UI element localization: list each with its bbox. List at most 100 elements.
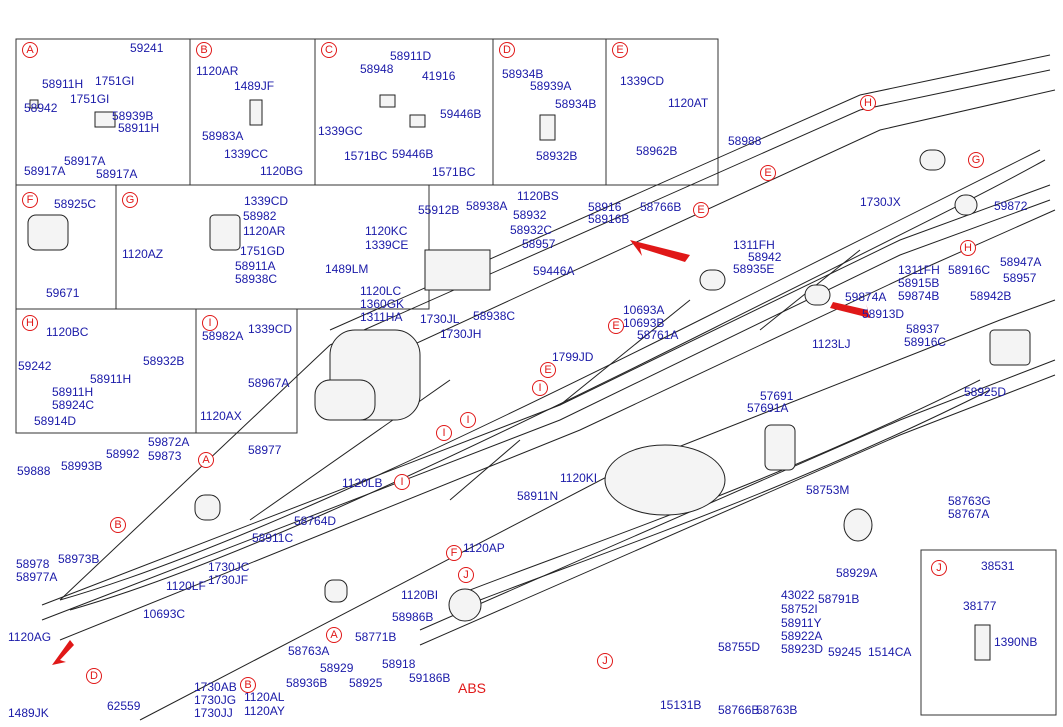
part-number-label: 59186B	[409, 671, 451, 685]
part-number-label: 58761A	[637, 328, 679, 342]
part-number-label: 58913D	[862, 307, 905, 321]
part-number-label: 1311HA	[360, 310, 403, 324]
part-number-label: 58957	[1003, 271, 1037, 285]
part-number-label: 1360GK	[360, 297, 405, 311]
part-number-label: 58935E	[733, 262, 775, 276]
part-number-label: 1120KI	[560, 471, 598, 485]
part-number-label: 15131B	[660, 698, 702, 712]
part-number-label: 58988	[728, 134, 762, 148]
part-number-label: 58918	[382, 657, 416, 671]
part-number-label: 1730JH	[440, 327, 482, 341]
part-number-label: 1120LF	[166, 579, 206, 593]
part-number-label: 1120BS	[517, 189, 559, 203]
callout-letter-marker: H	[860, 95, 876, 111]
part-number-label: 1120AZ	[122, 247, 164, 261]
components	[27, 94, 1031, 661]
part-number-label: 1339GC	[318, 124, 363, 138]
part-number-label: 59671	[46, 286, 80, 300]
callout-letter-marker: A	[326, 627, 342, 643]
panel-letter-I: I	[202, 315, 218, 331]
part-number-label: 59872	[994, 199, 1028, 213]
part-number-label: 1120AL	[244, 690, 285, 704]
part-number-label: 1120LC	[360, 284, 402, 298]
part-number-label: 1120AR	[243, 224, 286, 238]
callout-letter-marker: B	[110, 517, 126, 533]
part-number-label: 58917A	[24, 164, 66, 178]
part-number-label: 58916C	[948, 263, 991, 277]
direction-arrows	[52, 240, 870, 665]
part-number-label: 58924C	[52, 398, 95, 412]
part-number-label: 1390NB	[994, 635, 1038, 649]
part-number-label: 58916	[588, 200, 622, 214]
part-number-label: 43022	[781, 588, 815, 602]
callout-letter-marker: A	[198, 452, 214, 468]
part-number-label: 58925C	[54, 197, 97, 211]
callout-letter-marker: G	[968, 152, 984, 168]
part-number-label: 57691	[760, 389, 794, 403]
part-number-label: 1120AY	[244, 704, 285, 718]
part-number-label: 58938A	[466, 199, 508, 213]
part-number-label: 58993B	[61, 459, 103, 473]
part-number-label: 59446B	[440, 107, 482, 121]
part-number-label: 58978	[16, 557, 50, 571]
part-number-label: 58914D	[34, 414, 77, 428]
part-number-label: 58942B	[970, 289, 1012, 303]
part-number-label: 1120LB	[342, 476, 383, 490]
part-number-label: 58911H	[52, 385, 94, 399]
part-number-label: 58915B	[898, 276, 940, 290]
callout-letter-marker: I	[436, 425, 452, 441]
panel-letter-J: J	[931, 560, 947, 576]
detail-panel-frames	[15, 38, 1057, 716]
part-number-label: 58917A	[96, 167, 138, 181]
part-number-label: 58957	[522, 237, 556, 251]
part-number-label: 1339CE	[365, 238, 409, 252]
part-number-label: 58929	[320, 661, 354, 675]
part-number-label: 1339CD	[248, 322, 293, 336]
part-number-label: 10693B	[623, 316, 665, 330]
part-number-label: 58791B	[818, 592, 860, 606]
panel-letter-H: H	[22, 315, 38, 331]
part-number-label: 58917A	[64, 154, 106, 168]
part-number-label: 58911C	[252, 531, 294, 545]
part-number-label: 1311FH	[898, 263, 940, 277]
part-number-label: 1730JG	[194, 693, 237, 707]
callout-letter-marker: E	[693, 202, 709, 218]
part-number-label: 1120BG	[260, 164, 304, 178]
part-number-label: 58939A	[530, 79, 572, 93]
part-number-label: 1339CD	[244, 194, 289, 208]
part-number-label: 59874A	[845, 290, 887, 304]
panel-letter-D: D	[499, 42, 515, 58]
part-number-label: 57691A	[747, 401, 789, 415]
part-number-label: 58753M	[806, 483, 850, 497]
callout-letter-marker: E	[608, 318, 624, 334]
part-number-label: 58992	[106, 447, 140, 461]
part-number-label: 58764D	[294, 514, 337, 528]
panel-letter-C: C	[321, 42, 337, 58]
callout-letter-marker: I	[532, 380, 548, 396]
part-number-label: 58911H	[42, 77, 84, 91]
part-number-label: 1730JL	[420, 312, 460, 326]
callout-letter-marker: E	[540, 362, 556, 378]
callout-letter-marker: E	[760, 165, 776, 181]
part-number-label: 58982	[243, 209, 277, 223]
callout-letter-marker: D	[86, 668, 102, 684]
part-number-label: 58977	[248, 443, 282, 457]
part-number-label: 55912B	[418, 203, 460, 217]
part-number-label: 58771B	[355, 630, 397, 644]
part-number-label: 1730JX	[860, 195, 901, 209]
part-number-label: 58766B	[640, 200, 682, 214]
part-number-label: 58948	[360, 62, 394, 76]
part-number-label: 58967A	[248, 376, 290, 390]
part-number-label: 58938C	[473, 309, 516, 323]
part-number-label: 1489JK	[8, 706, 49, 720]
part-number-label: 59888	[17, 464, 51, 478]
part-number-label: 58937	[906, 322, 940, 336]
part-number-label: 1339CC	[224, 147, 269, 161]
part-number-label: 59446A	[533, 264, 575, 278]
part-number-label: 58934B	[502, 67, 544, 81]
part-number-label: 58911H	[90, 372, 132, 386]
part-number-label: 1120AR	[196, 64, 239, 78]
part-number-label: 58916B	[588, 212, 630, 226]
